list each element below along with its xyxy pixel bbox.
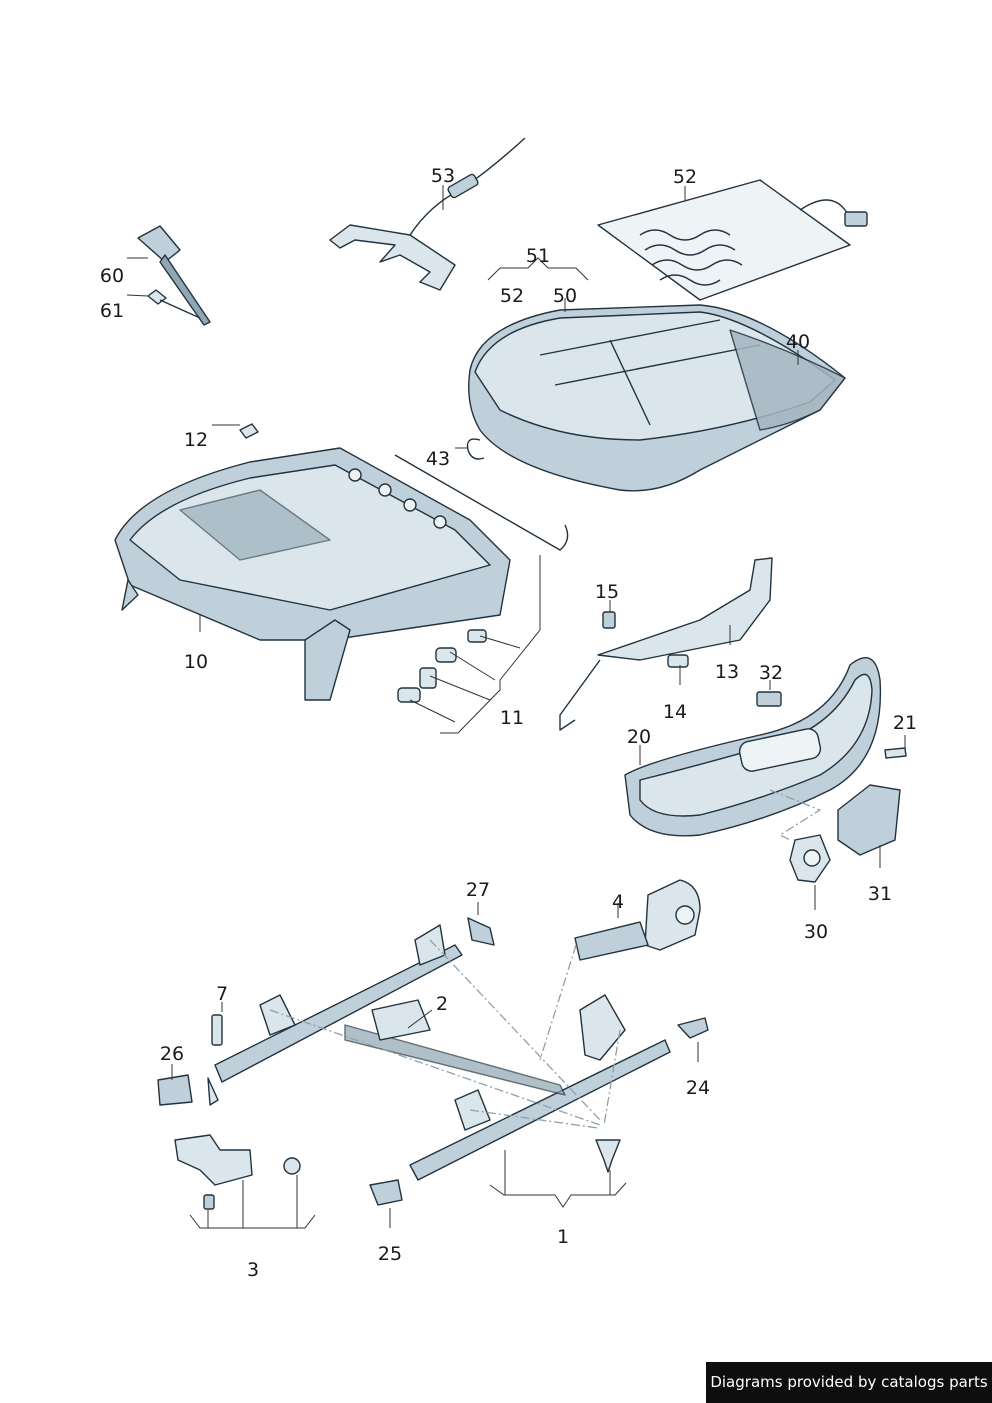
footer-credit: Diagrams provided by catalogs parts <box>706 1362 992 1403</box>
plug-part <box>595 1139 621 1173</box>
callout-11: 11 <box>500 707 524 729</box>
callout-30: 30 <box>804 921 828 943</box>
callout-2: 2 <box>436 993 448 1015</box>
motor-part <box>574 879 701 961</box>
seat-frame-part <box>114 423 511 701</box>
leader-lines <box>126 185 906 1229</box>
seat-cushion-part <box>468 304 846 492</box>
callout-13: 13 <box>715 661 739 683</box>
callout-61: 61 <box>100 300 124 322</box>
callout-52-top: 52 <box>673 166 697 188</box>
callout-10: 10 <box>184 651 208 673</box>
seat-rod-part <box>394 454 569 551</box>
callout-24: 24 <box>686 1077 710 1099</box>
heating-mat-part <box>597 179 868 301</box>
callout-7: 7 <box>216 983 228 1005</box>
callout-14: 14 <box>663 701 687 723</box>
assembly-lines <box>269 789 822 1129</box>
callout-4: 4 <box>612 891 624 913</box>
callout-52-mid: 52 <box>500 285 524 307</box>
fastener-set-part <box>397 629 487 703</box>
seatbelt-buckle-part <box>137 225 211 326</box>
side-bracket-part <box>559 557 773 731</box>
wiring-harness-part <box>329 137 526 291</box>
clip-26-part <box>157 1074 193 1106</box>
switch-units-part <box>789 784 901 883</box>
callout-31: 31 <box>868 883 892 905</box>
callout-32: 32 <box>759 662 783 684</box>
clip-part <box>466 438 485 460</box>
callout-20: 20 <box>627 726 651 748</box>
callout-21: 21 <box>893 712 917 734</box>
callout-1: 1 <box>557 1226 569 1248</box>
callout-25: 25 <box>378 1243 402 1265</box>
callout-12: 12 <box>184 429 208 451</box>
clip-24-part <box>677 1017 709 1039</box>
bolt-7-part <box>211 1014 223 1046</box>
seat-rail-assembly-part <box>207 924 671 1181</box>
callout-27: 27 <box>466 879 490 901</box>
callout-3: 3 <box>247 1259 259 1281</box>
callout-40: 40 <box>786 331 810 353</box>
callout-51: 51 <box>526 245 550 267</box>
callout-15: 15 <box>595 581 619 603</box>
callout-50: 50 <box>553 285 577 307</box>
actuator-3-part <box>174 1134 301 1210</box>
callout-26: 26 <box>160 1043 184 1065</box>
callout-labels: 53 52 51 52 50 40 60 61 12 43 10 11 15 1… <box>100 165 917 1281</box>
callout-60: 60 <box>100 265 124 287</box>
clip-25-part <box>369 1179 403 1206</box>
side-trim-panel-part <box>624 657 907 837</box>
clip-27-part <box>467 917 495 946</box>
callout-53: 53 <box>431 165 455 187</box>
callout-43: 43 <box>426 448 450 470</box>
